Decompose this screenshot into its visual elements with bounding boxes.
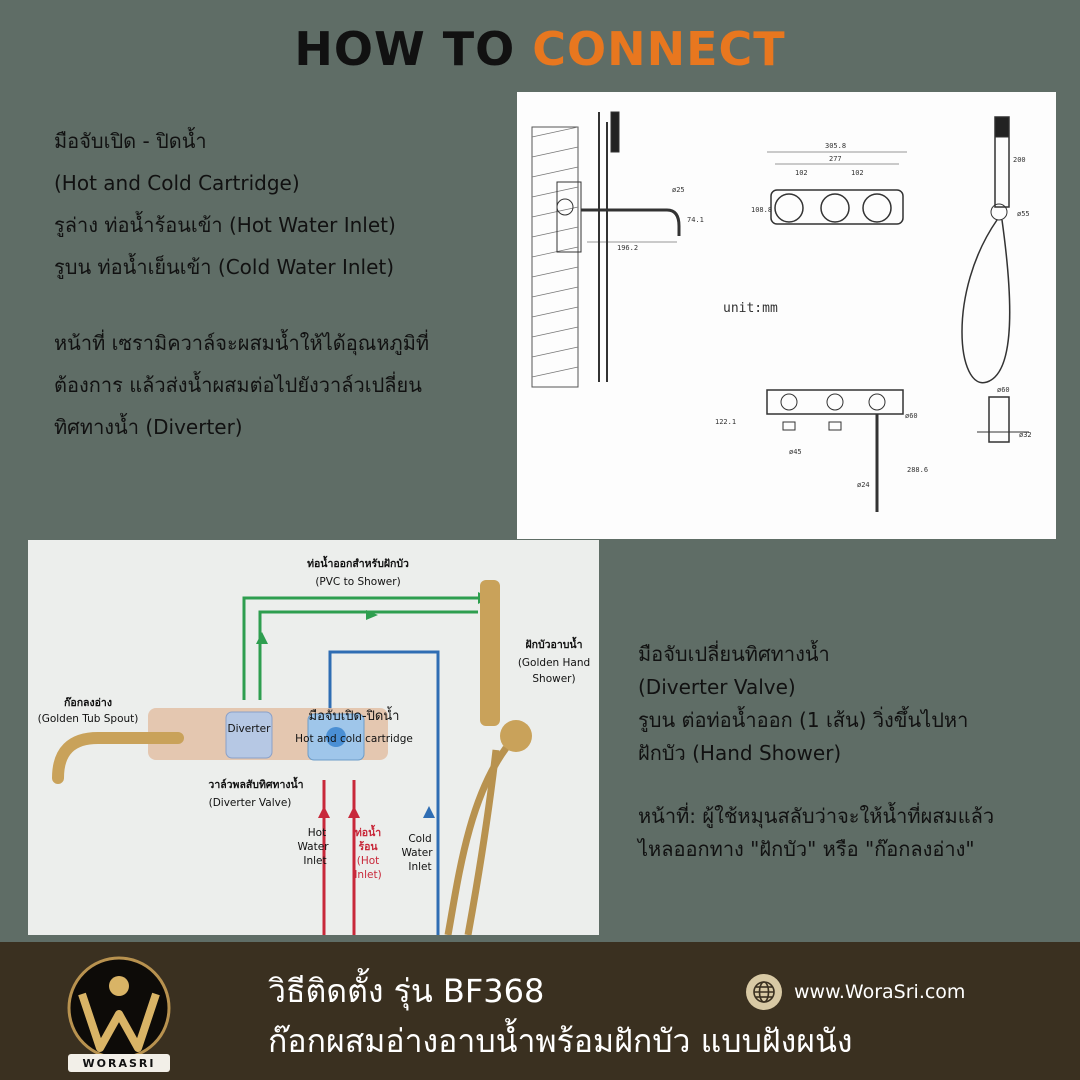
globe-icon [746,974,782,1010]
desc-line: ฝักบัว (Hand Shower) [638,741,842,765]
dim-102b: 102 [851,169,864,177]
label-hot1: Hot [308,827,326,839]
mixer-cartridge [326,727,346,747]
dim-305: 305.8 [825,142,846,150]
label-hot-th1: ท่อน้ำ [355,824,381,839]
dim-25: ø25 [672,186,685,194]
label-spout-en: (Golden Tub Spout) [38,713,139,725]
technical-drawing-svg: 196.2 74.1 ø25 305.8 277 102 102 108.8 u… [531,111,1032,512]
desc-line: ทิศทางน้ำ (Diverter) [54,415,243,439]
label-cold3: Inlet [408,861,431,873]
hot-pipe [322,780,356,935]
logo-icon: WORASRI [67,956,171,1072]
label-hot3: Inlet [303,855,326,867]
dim-200: 200 [1013,156,1026,164]
diverter-knob [225,711,273,759]
dim-45: ø45 [789,448,802,456]
worasri-logo: WORASRI [60,956,178,1074]
connection-photo: ท่อน้ำออกสำหรับฝักบัว (PVC to Shower) ฝั… [28,540,599,935]
diverter-description: มือจับเปลี่ยนทิศทางน้ำ (Diverter Valve) … [638,638,994,866]
website-link[interactable]: www.WoraSri.com [746,974,965,1010]
label-hot-th4: Inlet) [354,869,381,881]
arrow-icon [366,610,378,620]
label-pvc-th: ท่อน้ำออกสำหรับฝักบัว [307,555,409,570]
desc-line: หน้าที่: ผู้ใช้หมุนสลับว่าจะให้น้ำที่ผสม… [638,804,995,828]
tub-spout [52,732,184,784]
desc-line: รูบน ท่อน้ำเย็นเข้า (Cold Water Inlet) [54,255,395,279]
page-title: HOW TO CONNECT [0,22,1080,76]
desc-line: มือจับเปลี่ยนทิศทางน้ำ [638,642,830,666]
label-spout-th: ก๊อกลงอ่าง [64,696,112,709]
dim-122: 122.1 [715,418,736,426]
label-shower-en2: Shower) [532,673,575,685]
label-pvc-en: (PVC to Shower) [315,576,400,588]
side-view: 196.2 74.1 ø25 [556,111,704,382]
desc-line: มือจับเปิด - ปิดน้ำ [54,129,207,153]
logo-brand: WORASRI [83,1057,156,1070]
desc-line: ต้องการ แล้วส่งน้ำผสมต่อไปยังวาล์วเปลี่ย… [54,373,422,397]
website-url[interactable]: www.WoraSri.com [794,981,966,1003]
technical-drawing: 196.2 74.1 ø25 305.8 277 102 102 108.8 u… [517,92,1056,539]
desc-line: รูล่าง ท่อน้ำร้อนเข้า (Hot Water Inlet) [54,213,396,237]
label-hot-th2: ร้อน [358,840,378,853]
label-cold1: Cold [408,833,431,845]
arrow-icon [256,632,268,644]
label-mixer-th: มือจับเปิด-ปิดน้ำ [309,706,400,724]
desc-line: (Diverter Valve) [638,675,796,699]
label-diverter-en: (Diverter Valve) [209,797,292,809]
arrow-icon [348,806,360,818]
arrow-icon [423,806,435,818]
dim-32: ø32 [1019,431,1032,439]
dim-74: 74.1 [687,216,704,224]
dim-108: 108.8 [751,206,772,214]
dim-196: 196.2 [617,244,638,252]
arrow-icon [318,806,330,818]
mixer-description: มือจับเปิด - ปิดน้ำ (Hot and Cold Cartri… [54,120,429,448]
label-cold2: Water [401,847,433,859]
dim-24: ø24 [857,481,870,489]
shower-holder [500,720,532,752]
desc-line: หน้าที่ เซรามิควาล์จะผสมน้ำให้ได้อุณหภูม… [54,331,430,355]
bottom-view: 122.1 ø45 ø24 288.6 ø60 [715,389,928,512]
label-shower-th: ฝักบัวอาบน้ำ [525,636,582,651]
title-part-connect: CONNECT [532,22,786,76]
desc-line: (Hot and Cold Cartridge) [54,171,300,195]
hand-shower [480,580,500,726]
front-view: 305.8 277 102 102 108.8 [751,142,907,225]
title-part-how-to: HOW TO [294,22,516,76]
shower-hose [464,749,500,935]
footer-model-title: วิธีติดตั้ง รุ่น BF368 [268,972,545,1010]
label-mixer-en: Hot and cold cartridge [295,733,413,745]
dim-60-side: ø60 [997,386,1010,394]
dim-60-bottom: ø60 [905,412,918,420]
dim-55: ø55 [1017,210,1030,218]
dim-288: 288.6 [907,466,928,474]
connection-diagram-svg: ท่อน้ำออกสำหรับฝักบัว (PVC to Shower) ฝั… [28,540,599,935]
cold-pipe [328,650,440,935]
label-hot2: Water [297,841,329,853]
label-diverter-th: วาล์วพลสับทิศทางน้ำ [208,776,303,791]
unit-label: unit:mm [723,301,778,316]
dim-277: 277 [829,155,842,163]
label-diverter: Diverter [228,723,272,735]
label-shower-en1: (Golden Hand [518,657,590,669]
wall-hatch [531,126,579,388]
hand-shower-view: 200 ø55 ø60 ø32 [961,116,1032,443]
shower-pipe [242,596,478,700]
label-hot-th3: (Hot [357,855,380,867]
desc-line: ไหลออกทาง "ฝักบัว" หรือ "ก๊อกลงอ่าง" [638,837,975,861]
dim-102a: 102 [795,169,808,177]
footer-banner: WORASRI วิธีติดตั้ง รุ่น BF368 ก๊อกผสมอ่… [0,942,1080,1080]
desc-line: รูบน ต่อท่อน้ำออก (1 เส้น) วิ่งขึ้นไปหา [638,708,969,732]
footer-product-name: ก๊อกผสมอ่างอาบน้ำพร้อมฝักบัว แบบฝังผนัง [268,1022,853,1060]
